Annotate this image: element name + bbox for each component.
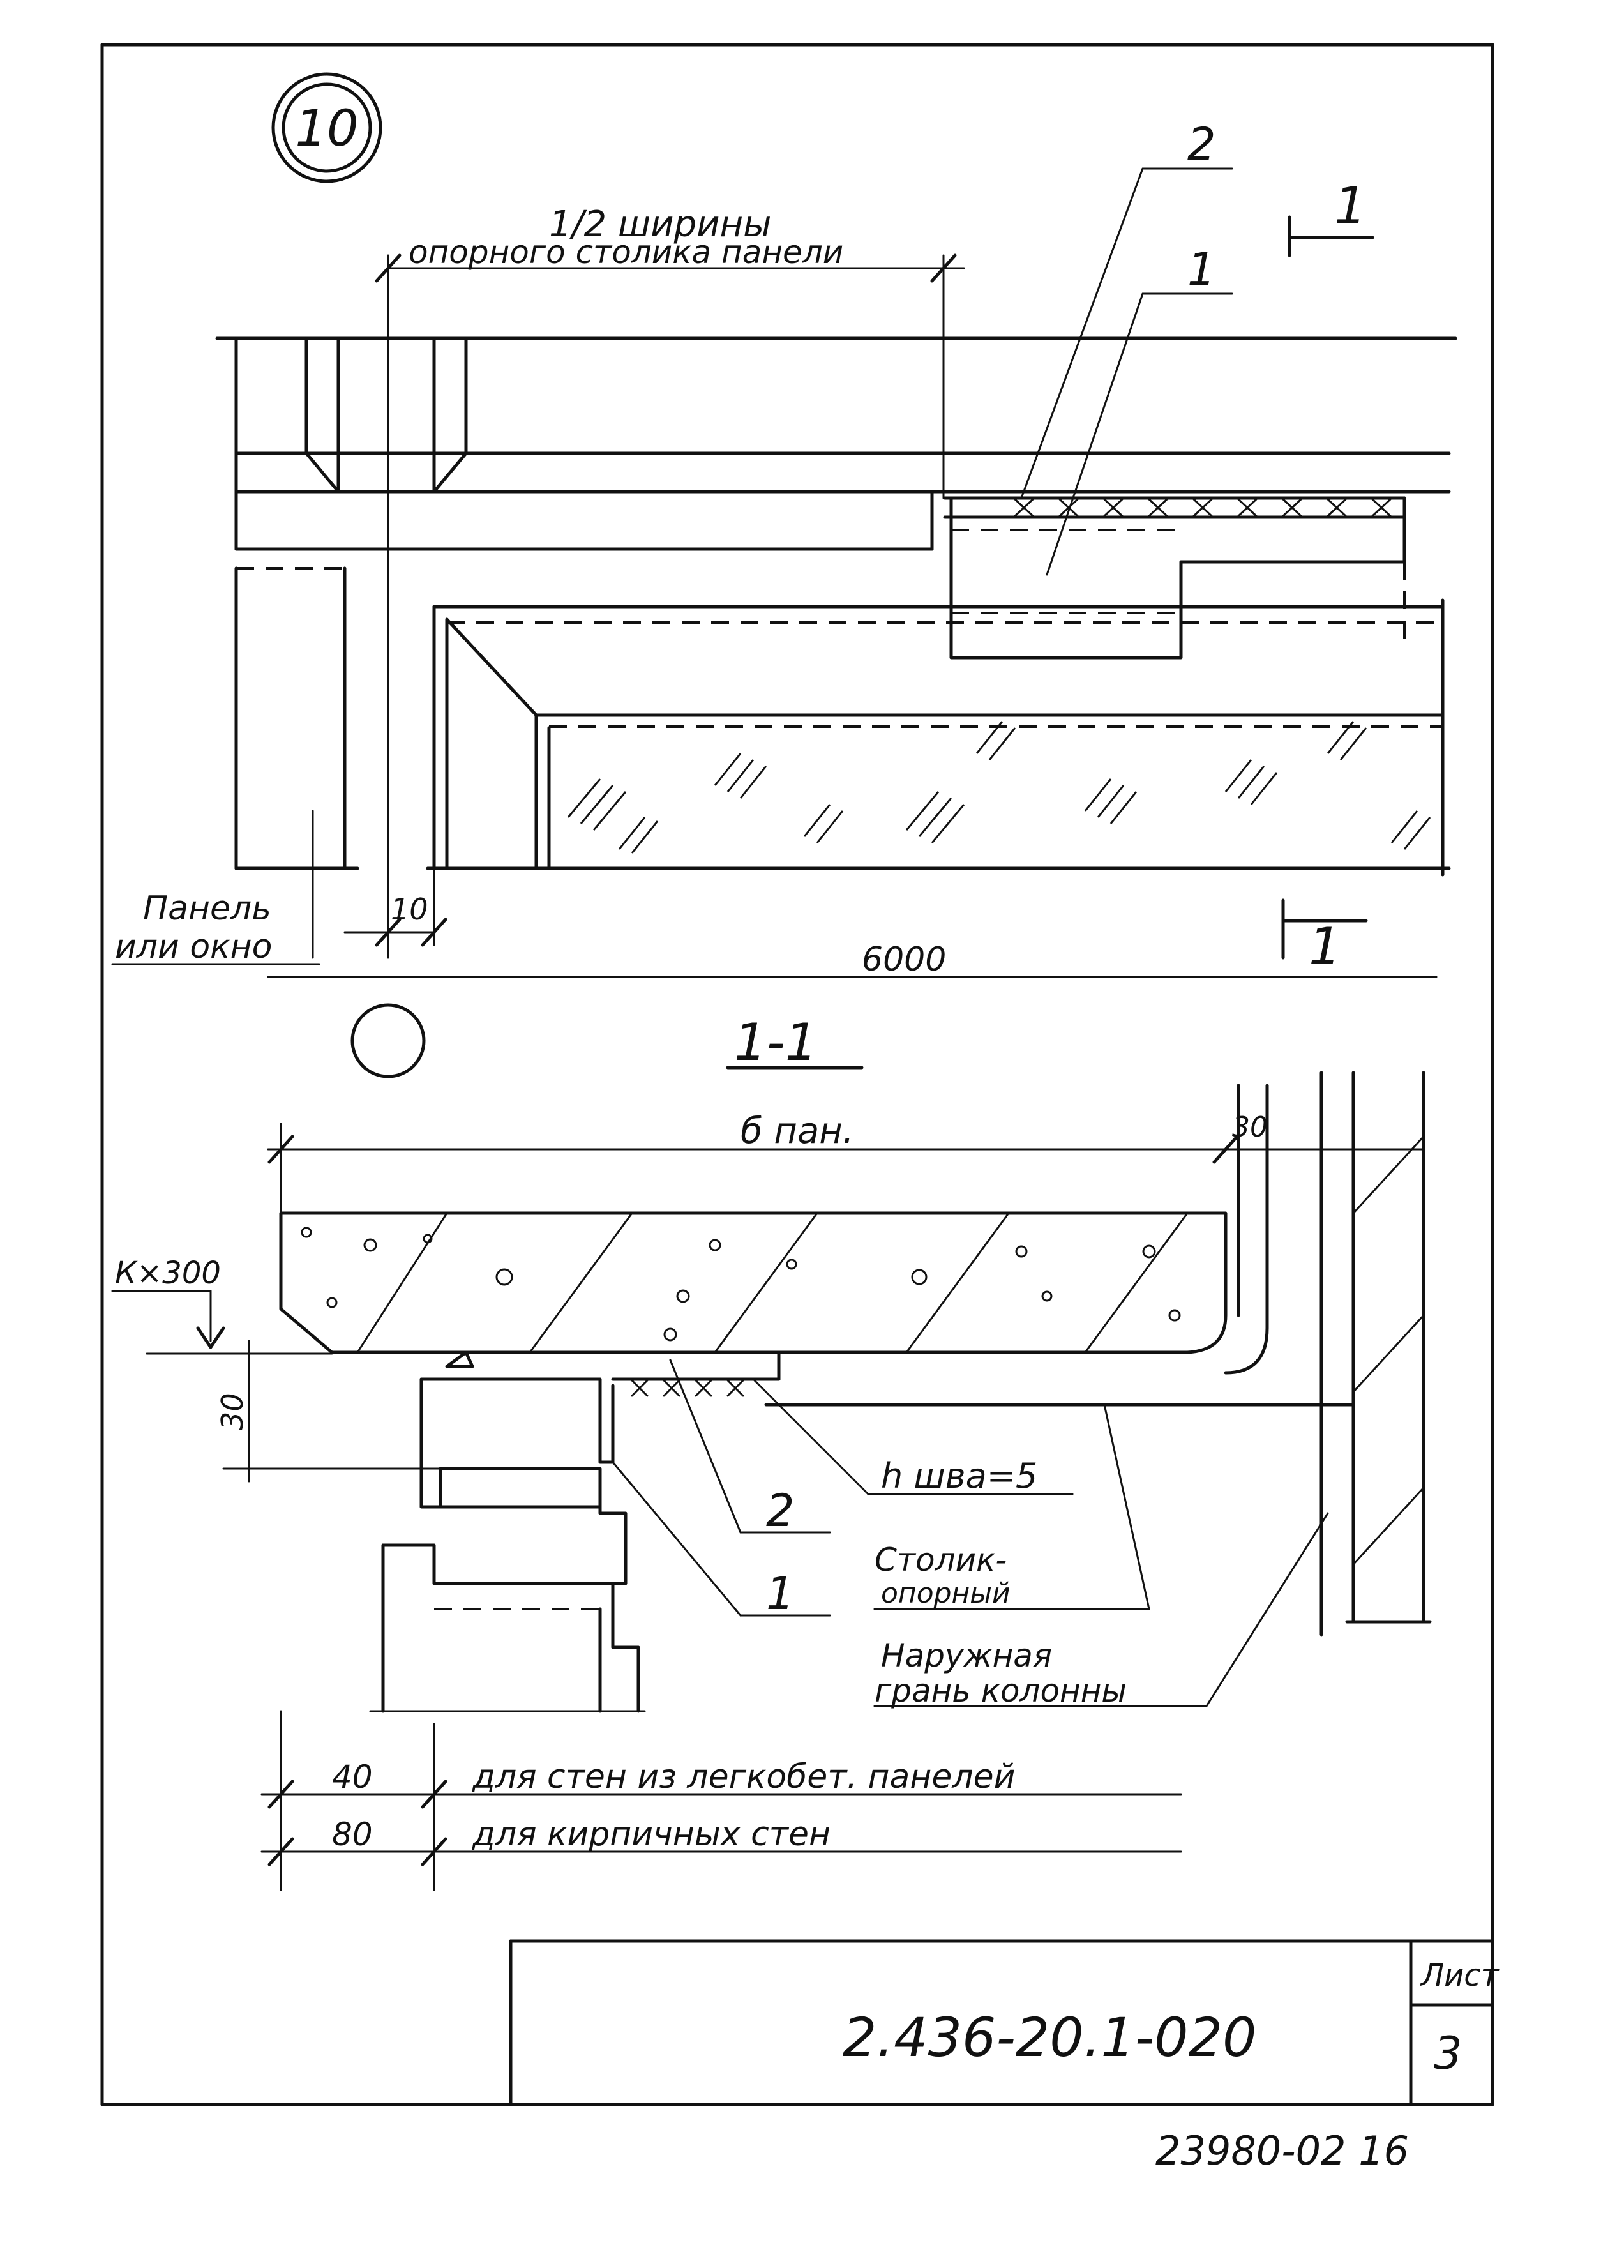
label-column-line2: грань колонны [875,1672,1127,1709]
dim-kx300: К×300 [115,1255,221,1291]
plan-dim-6000: 6000 [862,941,946,979]
dim-30-side: 30 [215,1393,250,1430]
axis-bubble [350,1003,426,1078]
section-callout-2: 2 [766,1485,795,1537]
h-weld-label: h шва=5 [881,1456,1037,1496]
title-block: 2.436-20.1-020 Лист 3 [509,1939,1500,2106]
section-mark-top: 1 [1334,176,1367,236]
plan-callout-1: 1 [1187,243,1216,296]
label-table-line1: Столик- [875,1541,1007,1578]
label-panel-line2: или окно [115,928,272,966]
plan-callout-2: 2 [1187,118,1216,170]
sheet-label: Лист [1420,1958,1500,1993]
section-title: 1-1 [734,1013,818,1072]
detail-number: 10 [295,100,358,158]
dim-80: 80 [332,1816,373,1853]
title-block-code: 2.436-20.1-020 [843,2006,1256,2069]
plan-dim-title-line2: опорного столика панели [409,234,843,271]
section-callout-1: 1 [766,1568,795,1620]
plan-dim-10: 10 [391,892,428,926]
section-mark-bottom: 1 [1309,917,1341,976]
concrete-dots [301,1227,1181,1342]
dim-b-pan: б пан. [741,1110,854,1152]
plan-view: 1/2 ширины опорного столика панели 2 1 [111,118,1457,1078]
detail-marker: 10 [271,72,382,183]
plan-dim-title-line1: 1/2 ширины [549,204,771,245]
footer-stamp: 23980-02 16 [1155,2128,1409,2174]
sheet-frame [100,43,1494,2106]
section-view: 1-1 б пан. 30 К×300 [111,1013,1432,1891]
dim-40: 40 [332,1758,373,1796]
label-table-line2: опорный [881,1577,1011,1610]
label-column-line1: Наружная [881,1637,1052,1674]
note-80: для кирпичных стен [472,1815,831,1854]
label-panel-line1: Панель [143,889,271,928]
sheet-number: 3 [1434,2027,1462,2080]
note-40: для стен из легкобет. панелей [472,1758,1015,1796]
